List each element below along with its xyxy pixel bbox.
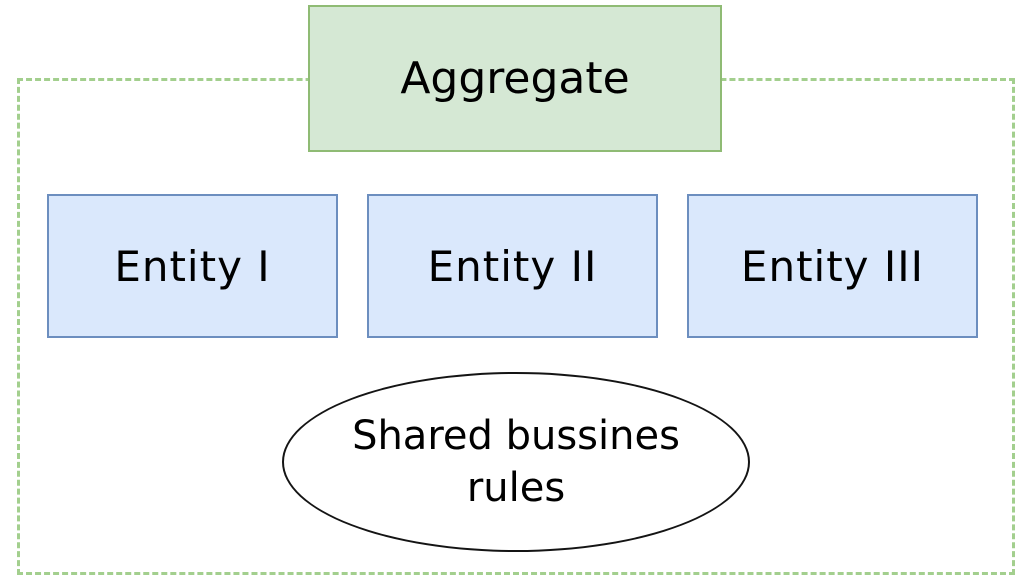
entity-1-label: Entity I [114, 241, 271, 291]
aggregate-label: Aggregate [400, 53, 630, 104]
entity-box-1: Entity I [47, 194, 338, 338]
entity-box-2: Entity II [367, 194, 658, 338]
shared-business-rules-ellipse: Shared bussines rules [282, 372, 750, 552]
shared-business-rules-label: Shared bussines rules [352, 413, 680, 511]
aggregate-box: Aggregate [308, 5, 722, 152]
entity-2-label: Entity II [427, 241, 598, 291]
entity-box-3: Entity III [687, 194, 978, 338]
entity-3-label: Entity III [740, 241, 925, 291]
